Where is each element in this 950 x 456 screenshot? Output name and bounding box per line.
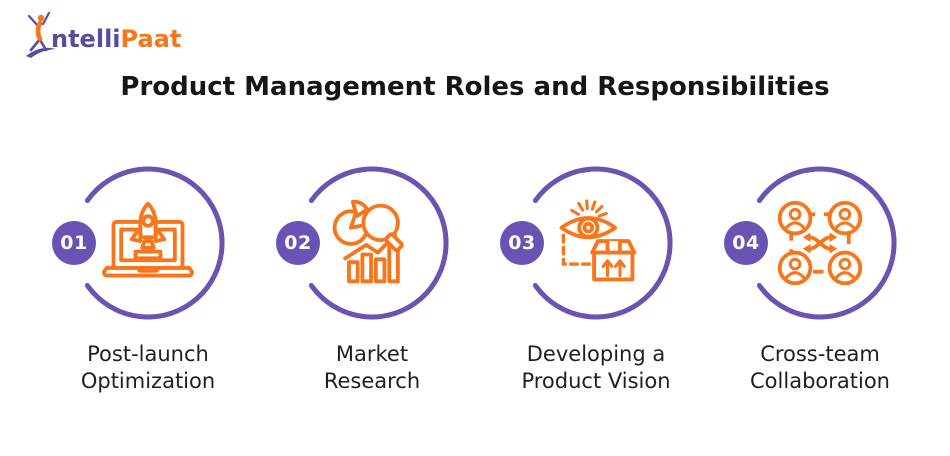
step-circle-2: 02 <box>260 163 484 323</box>
step-number-badge: 01 <box>52 221 96 265</box>
card-label-line1: Developing a <box>526 342 666 366</box>
vision-eye-product-box-icon <box>550 197 642 289</box>
steps-row: 01 Post- <box>36 163 932 395</box>
page-title: Product Management Roles and Responsibil… <box>120 72 830 102</box>
step-number: 02 <box>284 232 312 254</box>
step-circle-3: 03 <box>484 163 708 323</box>
card-label-line2: Optimization <box>80 369 216 393</box>
card-label-line2: Product Vision <box>521 369 671 393</box>
team-collaboration-icon <box>774 197 866 289</box>
card-label-line1: Post-launch <box>87 342 209 366</box>
card-label: Market Research <box>324 341 420 395</box>
step-circle-4: 04 <box>708 163 932 323</box>
step-number: 03 <box>508 232 536 254</box>
card-label-line2: Collaboration <box>750 369 890 393</box>
step-number: 01 <box>60 232 88 254</box>
card-label-line2: Research <box>323 369 421 393</box>
avatar-bottom-left <box>777 250 813 286</box>
step-number: 04 <box>732 232 760 254</box>
card-label-line1: Cross-team <box>760 342 880 366</box>
step-circle-1: 01 <box>36 163 260 323</box>
intellipaat-logo-graphic: ntelliPaat <box>26 11 181 58</box>
card-label: Post-launch Optimization <box>81 341 215 395</box>
step-number-badge: 04 <box>724 221 768 265</box>
card-cross-team-collaboration: 04 <box>708 163 932 395</box>
circle-ring <box>532 166 673 320</box>
market-research-analytics-icon <box>326 197 418 289</box>
card-label: Cross-team Collaboration <box>750 341 890 395</box>
logo-swoosh <box>26 47 56 58</box>
card-developing-product-vision: 03 <box>484 163 708 395</box>
card-label: Developing a Product Vision <box>521 341 670 395</box>
avatar-bottom-right <box>827 250 863 286</box>
step-number-badge: 03 <box>500 221 544 265</box>
card-post-launch-optimization: 01 Post- <box>36 163 260 395</box>
exchange-arrows-icon <box>802 232 838 254</box>
circle-ring <box>756 166 897 320</box>
intellipaat-logo: ntelliPaat <box>24 11 184 62</box>
eye-rays <box>570 199 608 218</box>
card-market-research: 02 Market Res <box>260 163 484 395</box>
step-number-badge: 02 <box>276 221 320 265</box>
avatar-top-right <box>827 200 863 236</box>
box-up-arrows <box>601 259 626 278</box>
card-label-line1: Market <box>335 342 409 366</box>
circle-ring <box>84 166 225 320</box>
logo-wordmark: ntelliPaat <box>51 25 181 53</box>
circle-ring <box>308 166 449 320</box>
logo-person-icon <box>27 11 51 52</box>
rocket-launch-laptop-icon <box>102 197 194 289</box>
avatar-top-left <box>777 200 813 236</box>
